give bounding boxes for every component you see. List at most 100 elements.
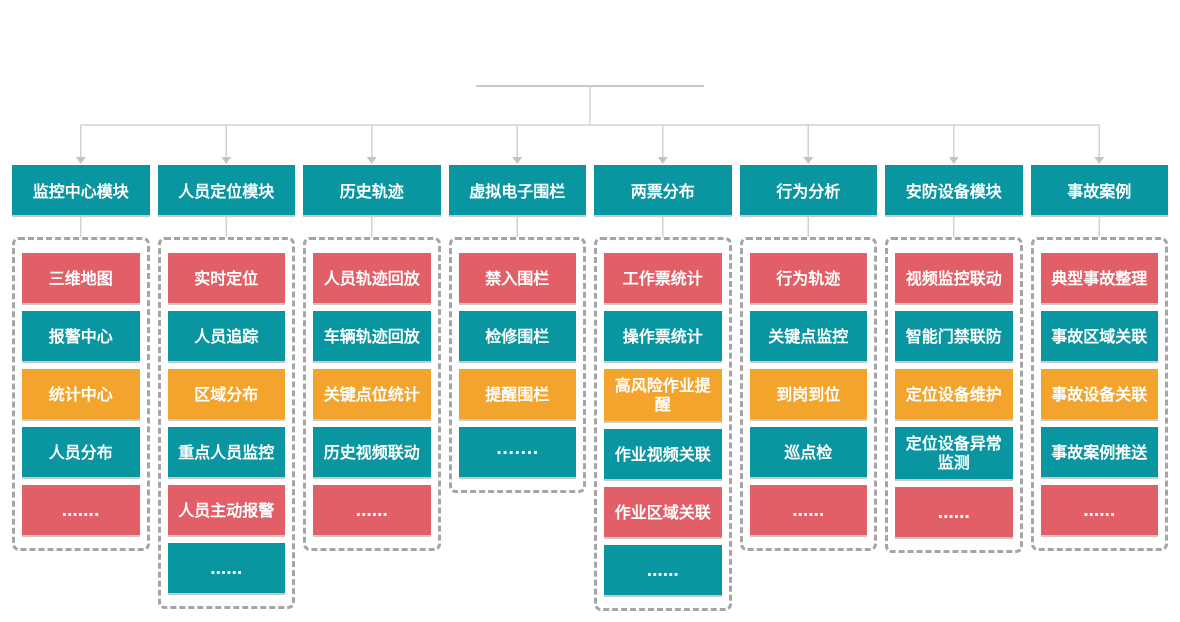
module-column-5: 两票分布工作票统计操作票统计高风险作业提醒作业视频关联作业区域关联 ……: [594, 165, 732, 611]
module-item-label: 禁入围栏: [485, 268, 550, 288]
module-item: 操作票统计: [604, 311, 722, 361]
module-item-label: ……: [792, 500, 825, 520]
module-item-label: ·······: [495, 442, 539, 462]
module-header: 安防设备模块: [885, 165, 1023, 215]
module-items-group: 视频监控联动智能门禁联防定位设备维护定位设备异常监测 ……: [885, 237, 1023, 553]
module-item-label: 定位设备异常监测: [905, 434, 1002, 472]
module-items-group: 人员轨迹回放车辆轨迹回放关键点位统计历史视频联动 ……: [303, 237, 441, 551]
module-items-group: 工作票统计操作票统计高风险作业提醒作业视频关联作业区域关联 ……: [594, 237, 732, 611]
module-column-8: 事故案例典型事故整理事故区域关联事故设备关联事故案例推送 ……: [1030, 165, 1168, 611]
root-title: 基于人员定位的三维智能安全管控平台: [476, 28, 704, 85]
module-item: 人员分布: [22, 427, 140, 477]
module-item-label: 到岗到位: [776, 384, 841, 404]
module-item-label: 行为轨迹: [776, 268, 841, 288]
module-item: 事故区域关联: [1040, 311, 1158, 361]
module-item: 事故案例推送: [1040, 427, 1158, 477]
module-item: ……: [749, 485, 867, 535]
module-items-group: 典型事故整理事故区域关联事故设备关联事故案例推送 ……: [1030, 237, 1168, 551]
module-item: 到岗到位: [749, 369, 867, 419]
module-item-label: 三维地图: [48, 268, 113, 288]
module-item-label: 实时定位: [194, 268, 259, 288]
module-item-label: 区域分布: [194, 384, 259, 404]
module-item: ……: [313, 485, 431, 535]
module-item-label: 人员分布: [48, 442, 113, 462]
module-column-2: 人员定位模块实时定位人员追踪区域分布重点人员监控人员主动报警 ……: [157, 165, 295, 611]
module-header-label: 两票分布: [630, 182, 695, 201]
module-item-label: 历史视频联动: [323, 442, 420, 462]
module-header: 事故案例: [1030, 165, 1168, 215]
module-item: 工作票统计: [604, 253, 722, 303]
module-item-label: 提醒围栏: [485, 384, 550, 404]
module-item: 统计中心: [22, 369, 140, 419]
module-item: 历史视频联动: [313, 427, 431, 477]
module-item-label: 操作票统计: [622, 326, 703, 346]
module-item: 关键点监控: [749, 311, 867, 361]
module-item-label: …….: [61, 500, 100, 520]
module-item-label: 报警中心: [48, 326, 113, 346]
module-item: 高风险作业提醒: [604, 369, 722, 421]
module-item-label: 定位设备维护: [905, 384, 1002, 404]
module-item: 作业区域关联: [604, 487, 722, 537]
module-item: 智能门禁联防: [895, 311, 1013, 361]
module-item-label: ……: [937, 502, 970, 522]
module-header-label: 历史轨迹: [339, 182, 404, 201]
module-item-label: 事故案例推送: [1051, 442, 1148, 462]
module-item-label: 统计中心: [48, 384, 113, 404]
module-item-label: 人员主动报警: [178, 500, 275, 520]
module-item: 典型事故整理: [1040, 253, 1158, 303]
module-item-label: 检修围栏: [485, 326, 550, 346]
module-item-label: ……: [646, 560, 679, 580]
module-item-label: 巡点检: [784, 442, 833, 462]
module-header: 监控中心模块: [12, 165, 150, 215]
module-header: 历史轨迹: [303, 165, 441, 215]
module-item-label: 关键点监控: [768, 326, 849, 346]
module-item-label: 车辆轨迹回放: [323, 326, 420, 346]
module-item: ……: [167, 543, 285, 593]
module-item-label: ……: [1083, 500, 1116, 520]
module-header: 行为分析: [739, 165, 877, 215]
module-item-label: ……: [355, 500, 388, 520]
module-item-label: 关键点位统计: [323, 384, 420, 404]
module-item: ……: [604, 545, 722, 595]
module-item: 事故设备关联: [1040, 369, 1158, 419]
module-item: 人员追踪: [167, 311, 285, 361]
module-items-group: 实时定位人员追踪区域分布重点人员监控人员主动报警 ……: [157, 237, 295, 609]
module-item-label: 作业区域关联: [614, 502, 711, 522]
module-item-label: 工作票统计: [622, 268, 703, 288]
module-item: 关键点位统计: [313, 369, 431, 419]
module-item: 禁入围栏: [458, 253, 576, 303]
module-item-label: ……: [210, 558, 243, 578]
module-item: ……: [895, 487, 1013, 537]
module-item: 三维地图: [22, 253, 140, 303]
module-item: 行为轨迹: [749, 253, 867, 303]
module-column-1: 监控中心模块三维地图报警中心统计中心人员分布 …….: [12, 165, 150, 611]
module-item: …….: [22, 485, 140, 535]
module-column-3: 历史轨迹人员轨迹回放车辆轨迹回放关键点位统计历史视频联动 ……: [303, 165, 441, 611]
module-item: 视频监控联动: [895, 253, 1013, 303]
module-item-label: 典型事故整理: [1051, 268, 1148, 288]
module-header-label: 监控中心模块: [32, 182, 129, 201]
module-item: 作业视频关联: [604, 429, 722, 479]
modules-grid: 监控中心模块三维地图报警中心统计中心人员分布 ……. 人员定位模块实时定位人员追踪区…: [0, 165, 1180, 611]
module-header: 两票分布: [594, 165, 732, 215]
module-item: 巡点检: [749, 427, 867, 477]
module-item: 提醒围栏: [458, 369, 576, 419]
module-item-label: 作业视频关联: [614, 444, 711, 464]
module-item-label: 事故区域关联: [1051, 326, 1148, 346]
module-item-label: 人员轨迹回放: [323, 268, 420, 288]
module-item: 人员轨迹回放: [313, 253, 431, 303]
module-item-label: 智能门禁联防: [905, 326, 1002, 346]
module-header-label: 虚拟电子围栏: [469, 182, 566, 201]
module-item-label: 重点人员监控: [178, 442, 275, 462]
module-header-label: 安防设备模块: [905, 182, 1002, 201]
module-header-label: 事故案例: [1067, 182, 1132, 201]
module-column-7: 安防设备模块视频监控联动智能门禁联防定位设备维护定位设备异常监测 ……: [885, 165, 1023, 611]
module-item-label: 视频监控联动: [905, 268, 1002, 288]
module-item: 车辆轨迹回放: [313, 311, 431, 361]
module-items-group: 三维地图报警中心统计中心人员分布 …….: [12, 237, 150, 551]
module-item: 区域分布: [167, 369, 285, 419]
module-item: 定位设备异常监测: [895, 427, 1013, 479]
module-header-label: 人员定位模块: [178, 182, 275, 201]
module-item: 实时定位: [167, 253, 285, 303]
module-item: ·······: [458, 427, 576, 477]
